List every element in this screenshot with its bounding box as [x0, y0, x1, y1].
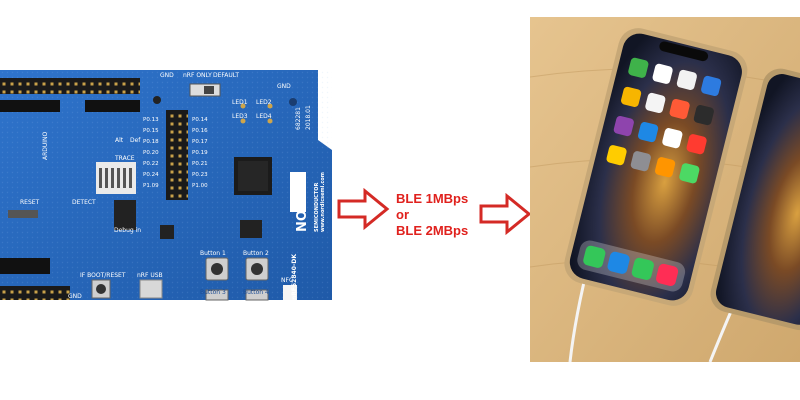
smartphones-image	[530, 17, 800, 362]
board-button3-label: Button 3	[200, 289, 226, 296]
board-debug-in-label: Debug in	[114, 227, 141, 234]
board-brand-label: NORDIC	[295, 175, 310, 232]
board-alt-label: Alt	[115, 137, 124, 144]
ble-rate-annotation: BLE 1MBps or BLE 2MBps	[396, 191, 468, 239]
board-led1-label: LED1	[232, 99, 248, 106]
board-detect-label: DETECT	[72, 199, 96, 206]
board-pin-label: P0.19	[192, 150, 208, 156]
board-button1-label: Button 1	[200, 250, 226, 257]
board-pin-label: P0.22	[143, 161, 159, 167]
board-year-label: 2018.01	[305, 105, 312, 130]
board-gnd-bottom-label: GND	[68, 293, 82, 300]
board-button4-label: Button 4	[243, 289, 269, 296]
board-model-label: nRF52840-DK	[291, 254, 298, 300]
board-default-label: DEFAULT	[213, 72, 239, 79]
board-nrf-usb-label: nRF USB	[137, 272, 163, 279]
board-led2-label: LED2	[256, 99, 272, 106]
board-reset-label: RESET	[20, 199, 40, 206]
board-pin-label: P1.00	[192, 183, 208, 189]
dev-board-image: GND nRF ONLY DEFAULT GND GND ARDUINO TRA…	[0, 70, 332, 301]
board-pin-label: P0.23	[192, 172, 208, 178]
board-arduino-label: ARDUINO	[42, 131, 49, 160]
board-if-boot-reset-label: IF BOOT/RESET	[80, 272, 126, 279]
board-nrf-only-label: nRF ONLY	[183, 72, 212, 79]
board-pin-label: P0.16	[192, 128, 208, 134]
ble-rate-line-2: or	[396, 207, 409, 222]
board-gnd-right-label: GND	[277, 83, 291, 90]
board-pin-label: P0.24	[143, 172, 159, 178]
ble-rate-line-1: BLE 1MBps	[396, 191, 469, 206]
board-button2-label: Button 2	[243, 250, 269, 257]
right-arrow-2	[479, 193, 532, 236]
board-pin-label: P0.15	[143, 128, 159, 134]
board-pin-label: P0.13	[143, 117, 159, 123]
ble-rate-line-3: BLE 2MBps	[396, 223, 469, 238]
board-pin-label: P0.20	[143, 150, 159, 156]
board-gnd-top-label: GND	[160, 72, 174, 79]
board-def-label: Def	[130, 137, 141, 144]
board-url-label: www.nordicsemi.com	[320, 172, 326, 232]
board-pin-label: P0.21	[192, 161, 208, 167]
board-pin-label: P0.14	[192, 117, 208, 123]
board-code-label: 682281	[295, 107, 302, 130]
board-nfc-label: NFC	[281, 277, 293, 284]
board-pin-label: P0.17	[192, 139, 208, 145]
board-pin-label: P1.09	[143, 183, 159, 189]
board-brand-sub-label: SEMICONDUCTOR	[314, 183, 320, 232]
board-led4-label: LED4	[256, 113, 272, 120]
board-led3-label: LED3	[232, 113, 248, 120]
board-pin-label: P0.18	[143, 139, 159, 145]
right-arrow-1	[337, 188, 390, 231]
board-trace-label: TRACE	[114, 155, 135, 162]
